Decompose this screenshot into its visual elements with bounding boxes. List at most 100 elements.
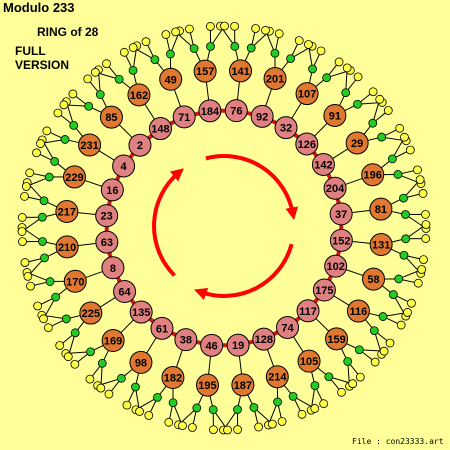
- inner-node-label: 46: [206, 340, 218, 352]
- yellow-leaf-node: [209, 425, 218, 435]
- outer-node-label: 169: [104, 336, 122, 348]
- inner-node-label: 8: [110, 263, 116, 275]
- green-leaf-node: [150, 55, 160, 65]
- green-leaf-node: [401, 210, 410, 219]
- green-leaf-node: [44, 172, 54, 182]
- green-leaf-node: [86, 347, 95, 357]
- green-leaf-node: [353, 99, 362, 109]
- inner-node: [129, 300, 153, 324]
- green-leaf-node: [286, 54, 295, 64]
- green-leaf-node: [208, 405, 218, 415]
- green-leaf-node: [394, 274, 404, 284]
- yellow-leaf-node: [17, 227, 27, 236]
- yellow-leaf-node: [188, 423, 197, 432]
- inner-node-label: 126: [298, 139, 316, 151]
- outer-node: [101, 329, 125, 353]
- outer-node-label: 196: [364, 170, 382, 182]
- inner-node: [174, 328, 198, 352]
- outer-node: [79, 301, 103, 325]
- inner-node-label: 175: [315, 285, 333, 297]
- outer-node: [78, 133, 102, 157]
- outer-node: [193, 59, 217, 83]
- green-leaf-node: [246, 43, 256, 53]
- outer-node: [325, 327, 349, 351]
- green-leaf-node: [324, 372, 334, 382]
- yellow-leaf-node: [20, 192, 29, 201]
- yellow-leaf-node: [18, 237, 27, 246]
- version-label-line1: FULL: [15, 44, 46, 58]
- yellow-leaf-node: [353, 72, 363, 82]
- inner-node: [252, 327, 276, 351]
- inner-node-label: 102: [326, 261, 344, 273]
- green-leaf-node: [354, 345, 364, 355]
- inner-node-label: 184: [201, 106, 220, 118]
- outer-node-label: 159: [327, 334, 345, 346]
- outer-node-label: 182: [164, 373, 182, 385]
- outer-node: [323, 103, 347, 127]
- version-label-line2: VERSION: [15, 58, 70, 72]
- yellow-leaf-node: [417, 265, 427, 274]
- green-leaf-node: [153, 392, 162, 402]
- yellow-leaf-node: [370, 357, 380, 367]
- inner-node-label: 92: [256, 111, 268, 123]
- inner-node: [95, 230, 119, 254]
- outer-node: [99, 105, 123, 129]
- yellow-leaf-node: [83, 74, 93, 84]
- green-leaf-node: [131, 382, 140, 392]
- inner-node: [150, 316, 174, 340]
- yellow-leaf-node: [17, 213, 27, 222]
- yellow-leaf-node: [85, 374, 95, 384]
- inner-node-label: 152: [332, 235, 350, 247]
- yellow-leaf-node: [355, 372, 365, 382]
- yellow-leaf-node: [400, 132, 409, 142]
- outer-node: [62, 165, 86, 189]
- inner-node: [329, 228, 353, 252]
- yellow-leaf-node: [33, 301, 43, 311]
- inner-node: [250, 104, 274, 128]
- yellow-leaf-node: [254, 422, 263, 432]
- inner-node: [311, 152, 335, 176]
- yellow-leaf-node: [206, 22, 215, 31]
- outer-node-label: 107: [298, 89, 316, 101]
- inner-node-label: 76: [230, 106, 242, 118]
- green-leaf-node: [168, 398, 178, 408]
- rotation-arrow: [205, 154, 299, 221]
- yellow-leaf-node: [277, 417, 287, 426]
- inner-node: [276, 315, 300, 339]
- green-leaf-node: [40, 253, 49, 263]
- yellow-leaf-node: [102, 59, 111, 69]
- outer-node-label: 162: [130, 90, 148, 102]
- green-leaf-node: [37, 212, 47, 222]
- green-leaf-node: [97, 358, 107, 368]
- yellow-leaf-node: [267, 419, 277, 429]
- outer-node-label: 105: [300, 356, 318, 368]
- yellow-leaf-node: [233, 425, 242, 434]
- rotation-arrow: [194, 243, 294, 300]
- inner-node-label: 71: [178, 112, 190, 124]
- green-leaf-node: [322, 73, 331, 83]
- yellow-leaf-node: [96, 383, 106, 393]
- yellow-leaf-node: [405, 145, 415, 155]
- inner-node-label: 23: [101, 211, 113, 223]
- green-leaf-node: [84, 101, 94, 111]
- outer-node: [159, 67, 183, 91]
- green-leaf-node: [39, 196, 49, 206]
- green-leaf-node: [249, 403, 259, 412]
- outer-node: [369, 197, 393, 221]
- inner-node: [329, 202, 353, 226]
- outer-node-label: 231: [80, 140, 98, 152]
- yellow-leaf-node: [418, 189, 428, 198]
- outer-node-label: 170: [66, 276, 84, 288]
- inner-node-label: 204: [326, 183, 345, 195]
- yellow-leaf-node: [304, 40, 313, 49]
- yellow-leaf-node: [171, 27, 181, 37]
- green-leaf-node: [166, 49, 175, 59]
- outer-node: [265, 365, 289, 389]
- yellow-leaf-node: [23, 271, 33, 281]
- yellow-leaf-node: [403, 308, 412, 317]
- green-leaf-node: [51, 292, 61, 302]
- outer-node: [195, 373, 219, 397]
- inner-node-label: 128: [255, 334, 273, 346]
- green-leaf-node: [128, 65, 138, 75]
